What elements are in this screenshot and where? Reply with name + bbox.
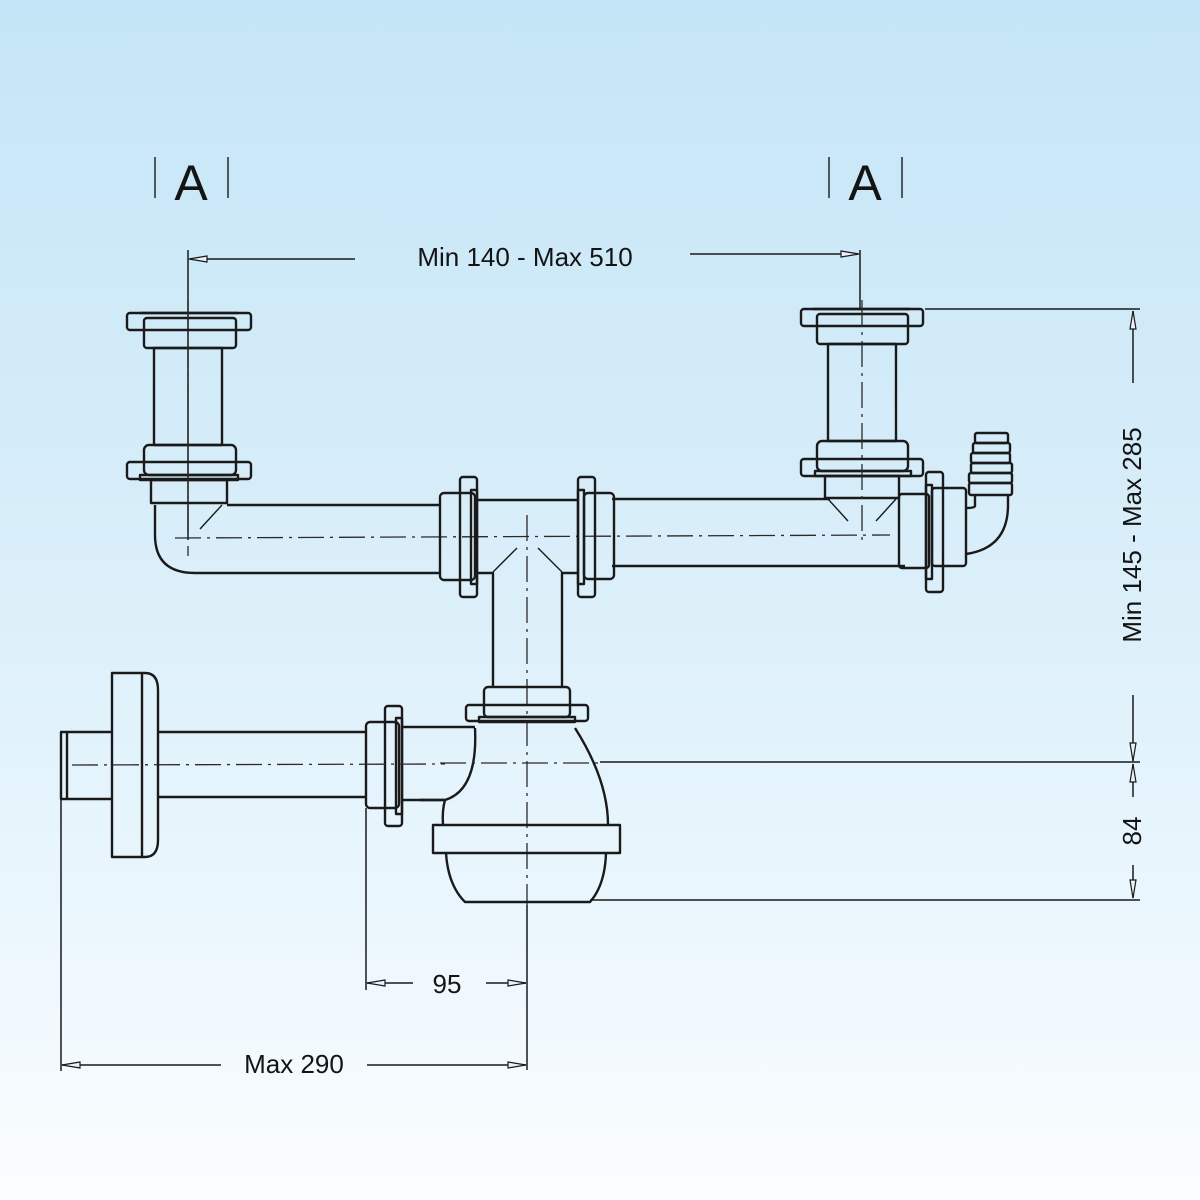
bottle-trap xyxy=(420,685,622,904)
dimension-label-wall-reach: Max 290 xyxy=(244,1049,344,1079)
appliance-hose-connector xyxy=(897,431,1014,594)
arrow-right xyxy=(840,250,860,258)
wall-flange xyxy=(110,671,160,859)
dimension-trap-offset: 95 xyxy=(365,808,528,1070)
wall-outlet-pipe xyxy=(59,704,475,828)
dimension-inlet-height: Min 145 - Max 285 xyxy=(925,308,1147,762)
left-sink-outlet xyxy=(125,300,300,575)
section-label-left: A xyxy=(174,155,208,211)
dimension-outlet-spacing: Min 140 - Max 510 xyxy=(187,242,861,540)
dimension-wall-reach: Max 290 xyxy=(60,799,527,1079)
arrow-right xyxy=(507,979,527,987)
section-mark-right: A xyxy=(828,155,903,211)
arrow-left xyxy=(61,1061,81,1069)
dimension-label-inlet-height: Min 145 - Max 285 xyxy=(1117,427,1147,642)
tee-junction xyxy=(438,475,616,905)
horizontal-connector-pipe xyxy=(174,497,905,575)
arrow-left xyxy=(366,979,386,987)
dimension-label-outlet-spacing: Min 140 - Max 510 xyxy=(417,242,632,272)
arrow-up xyxy=(1129,310,1137,330)
arrow-down xyxy=(1129,879,1137,899)
arrow-right xyxy=(507,1061,527,1069)
right-sink-outlet xyxy=(799,300,925,542)
arrow-down xyxy=(1129,742,1137,762)
section-label-right: A xyxy=(848,155,882,211)
arrow-left xyxy=(188,255,208,263)
arrow-up xyxy=(1129,763,1137,783)
dimension-label-trap-depth: 84 xyxy=(1117,817,1147,846)
dimension-trap-depth: 84 xyxy=(590,761,1147,901)
hose-barb-icon xyxy=(967,431,1014,497)
dimension-label-trap-offset: 95 xyxy=(433,969,462,999)
section-mark-left: A xyxy=(154,155,229,211)
